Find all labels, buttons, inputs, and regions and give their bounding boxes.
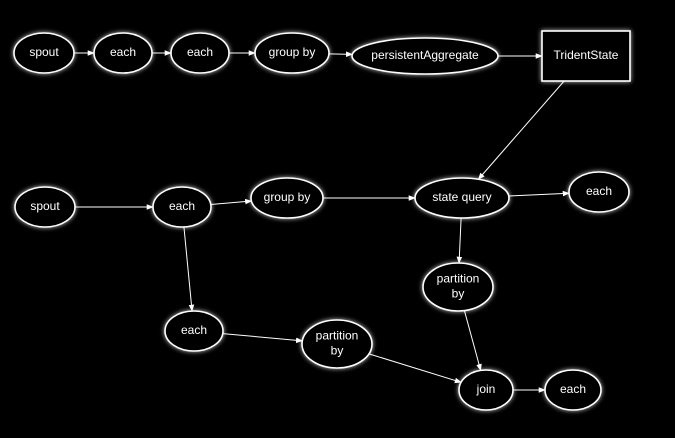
node-each3[interactable]: each [152, 186, 212, 228]
node-shape-spout1 [13, 32, 75, 74]
node-label-part1-1: by [452, 287, 465, 301]
nodes-layer: spout each each group by persistentAggregate… [13, 30, 631, 411]
node-label-part2-0: partition [316, 329, 359, 343]
node-shape-groupby2 [250, 177, 324, 219]
node-label-tstate: TridentState [554, 48, 619, 62]
node-label-join: join [476, 382, 496, 396]
node-shape-persist [351, 37, 499, 75]
node-label-each5: each [181, 323, 207, 337]
node-squery[interactable]: state query [414, 177, 510, 219]
edge-each5-to-part2 [222, 333, 304, 344]
node-shape-each2 [170, 32, 230, 74]
node-label-persist: persistentAggregate [371, 48, 479, 62]
node-each4[interactable]: each [568, 171, 630, 213]
node-label-each4: each [586, 184, 612, 198]
node-shape-each6 [544, 369, 602, 411]
node-spout2[interactable]: spout [14, 186, 76, 228]
edge-squery-to-each4 [508, 190, 570, 197]
node-label-groupby1: group by [269, 45, 316, 59]
node-shape-part1 [422, 262, 494, 312]
node-label-groupby2: group by [264, 190, 311, 204]
node-tstate[interactable]: TridentState [541, 30, 631, 82]
node-label-part2-1: by [331, 344, 344, 358]
edge-squery-to-part1 [456, 217, 463, 264]
node-label-each6: each [560, 382, 586, 396]
node-shape-part2 [301, 319, 373, 369]
edge-groupby1-to-persist [328, 51, 354, 58]
node-spout1[interactable]: spout [13, 32, 75, 74]
node-shape-each5 [164, 310, 224, 352]
node-shape-each1 [93, 32, 153, 74]
node-shape-groupby1 [254, 32, 330, 74]
node-each6[interactable]: each [544, 369, 602, 411]
edge-part1-to-join [463, 310, 482, 372]
node-label-spout2: spout [30, 199, 60, 213]
node-label-spout1: spout [29, 45, 59, 59]
node-shape-squery [414, 177, 510, 219]
edge-tstate-to-squery [477, 80, 565, 180]
edge-part2-to-join [368, 353, 462, 384]
node-shape-join [458, 369, 514, 411]
node-persist[interactable]: persistentAggregate [351, 37, 499, 75]
edges-layer [74, 50, 570, 393]
node-shape-spout2 [14, 186, 76, 228]
node-shape-tstate [541, 30, 631, 82]
node-each1[interactable]: each [93, 32, 153, 74]
node-groupby2[interactable]: group by [250, 177, 324, 219]
node-label-part1-0: partition [437, 272, 480, 286]
node-label-each1: each [110, 45, 136, 59]
node-each2[interactable]: each [170, 32, 230, 74]
node-shape-each3 [152, 186, 212, 228]
node-join[interactable]: join [458, 369, 514, 411]
edge-each3-to-each5 [183, 226, 195, 312]
edge-each3-to-groupby2 [210, 198, 253, 206]
node-label-each2: each [187, 45, 213, 59]
node-each5[interactable]: each [164, 310, 224, 352]
node-label-squery: state query [432, 190, 491, 204]
node-label-each3: each [169, 199, 195, 213]
node-groupby1[interactable]: group by [254, 32, 330, 74]
node-shape-each4 [568, 171, 630, 213]
